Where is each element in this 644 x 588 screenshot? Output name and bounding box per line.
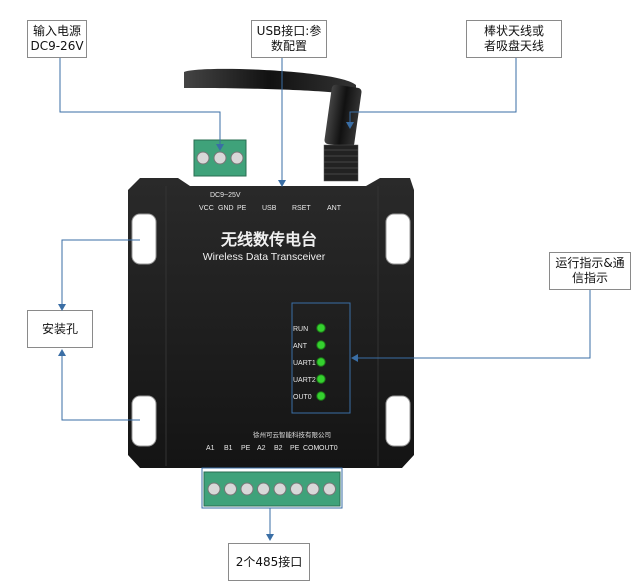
callout-indicators: 运行指示&通 信指示: [549, 252, 631, 290]
terminal-screw: [273, 482, 287, 496]
callout-antenna: 棒状天线或 者吸盘天线: [466, 20, 562, 58]
rs485-highlight-box: [201, 467, 343, 509]
bottom-label-4: B2: [274, 445, 283, 452]
led-highlight-box: [291, 302, 351, 414]
bottom-label-7: OUT0: [319, 445, 338, 452]
terminal-screw: [224, 482, 237, 496]
rs485-terminal: [203, 471, 341, 507]
led-run: [316, 323, 326, 333]
silk-voltage: DC9~25V: [210, 192, 241, 199]
top-label-usb: USB: [262, 205, 277, 212]
top-label-vcc: VCC: [199, 205, 214, 212]
top-label-ant: ANT: [327, 205, 342, 212]
callout-mounting-hole: 安装孔: [27, 310, 93, 348]
terminal-screw: [306, 482, 320, 496]
callout-lines: [58, 58, 591, 541]
top-label-gnd: GND: [218, 205, 234, 212]
terminal-screw: [290, 482, 303, 496]
bottom-label-5: PE: [290, 445, 300, 452]
mounting-hole-top-left: [131, 213, 157, 265]
top-label-rset: RSET: [292, 205, 311, 212]
terminal-screw: [257, 482, 270, 496]
bottom-label-6: COM: [303, 445, 320, 452]
device-title-en: Wireless Data Transceiver: [203, 251, 326, 263]
terminal-screw: [323, 482, 336, 496]
antenna: [184, 68, 362, 182]
terminal-screw: [240, 482, 254, 496]
bottom-label-2: PE: [241, 445, 251, 452]
led-label-uart1: UART1: [293, 360, 316, 367]
device-title-cn: 无线数传电台: [220, 230, 317, 249]
terminal-screw: [207, 482, 221, 496]
callout-rs485: 2个485接口: [228, 543, 310, 581]
device-housing: [128, 178, 414, 468]
led-uart1: [316, 357, 326, 367]
mounting-hole-bottom-left: [131, 395, 157, 447]
led-label-out0: OUT0: [293, 394, 312, 401]
top-label-pe: PE: [237, 205, 247, 212]
bottom-label-0: A1: [206, 445, 215, 452]
callout-power-input: 输入电源 DC9-26V: [27, 20, 87, 58]
bottom-label-1: B1: [224, 445, 233, 452]
led-ant: [316, 340, 326, 350]
company-name: 徐州可云智能科技有限公司: [253, 430, 331, 439]
bottom-label-3: A2: [257, 445, 266, 452]
callout-usb-port: USB接口:参 数配置: [251, 20, 327, 58]
led-label-uart2: UART2: [293, 377, 316, 384]
led-label-run: RUN: [293, 326, 308, 333]
mounting-hole-bottom-right: [385, 395, 411, 447]
mounting-hole-top-right: [385, 213, 411, 265]
led-uart2: [316, 374, 326, 384]
led-out0: [316, 391, 326, 401]
led-label-ant: ANT: [293, 343, 308, 350]
